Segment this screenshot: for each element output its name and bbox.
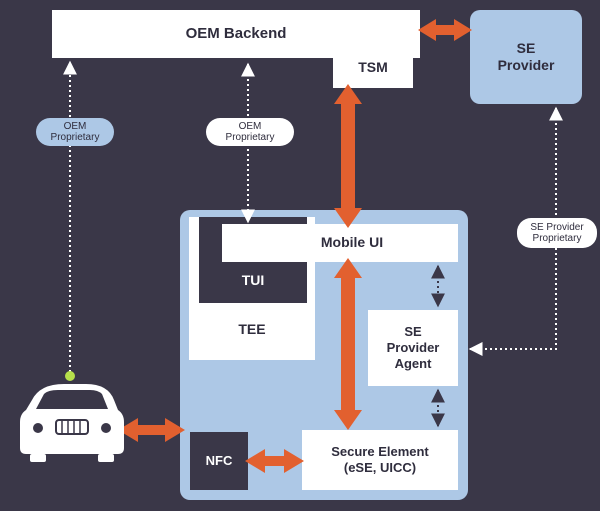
nfc-box: NFC (190, 432, 248, 490)
oem-backend-label: OEM Backend (185, 24, 287, 42)
se-provider-label-line1: SE (516, 39, 536, 56)
oem-backend-se-provider-arrow (418, 19, 472, 41)
car-link-endpoint-dot (65, 371, 75, 381)
secure-element-box: Secure Element (eSE, UICC) (302, 430, 458, 490)
oem-proprietary-left-label: OEM Proprietary (36, 118, 114, 146)
tsm-box: TSM (333, 48, 413, 88)
secure-element-line1: Secure Element (331, 443, 429, 459)
tsm-label: TSM (358, 59, 388, 76)
se-provider-label-line2: Provider (497, 57, 555, 73)
nfc-label: NFC (205, 452, 233, 468)
se-provider-proprietary-line1: SE Provider (530, 221, 584, 233)
oem-proprietary-left-line2: Proprietary (50, 132, 100, 143)
secure-element-line2: (eSE, UICC) (343, 460, 417, 475)
tee-label: TEE (238, 320, 266, 337)
tsm-mobile-ui-arrow (334, 84, 362, 228)
mobile-ui-label: Mobile UI (320, 234, 384, 251)
car-nfc-arrow (118, 418, 185, 442)
se-provider-proprietary-line2: Proprietary (532, 233, 582, 244)
mobile-ui-box: Mobile UI (222, 224, 458, 262)
tui-label: TUI (241, 271, 265, 288)
oem-proprietary-mid-line1: OEM (238, 120, 262, 132)
se-provider-proprietary-label: SE Provider Proprietary (517, 218, 597, 248)
se-provider-box: SE Provider (470, 10, 582, 104)
se-provider-agent-line1: SE (404, 323, 422, 339)
oem-proprietary-mid-line2: Proprietary (225, 132, 275, 143)
oem-proprietary-mid-label: OEM Proprietary (206, 118, 294, 146)
se-provider-agent-line3: Agent (394, 356, 432, 372)
se-provider-agent-box: SE Provider Agent (368, 310, 458, 386)
oem-proprietary-left-line1: OEM (63, 120, 87, 132)
car-icon (20, 384, 124, 462)
se-provider-agent-line2: Provider (386, 339, 440, 355)
